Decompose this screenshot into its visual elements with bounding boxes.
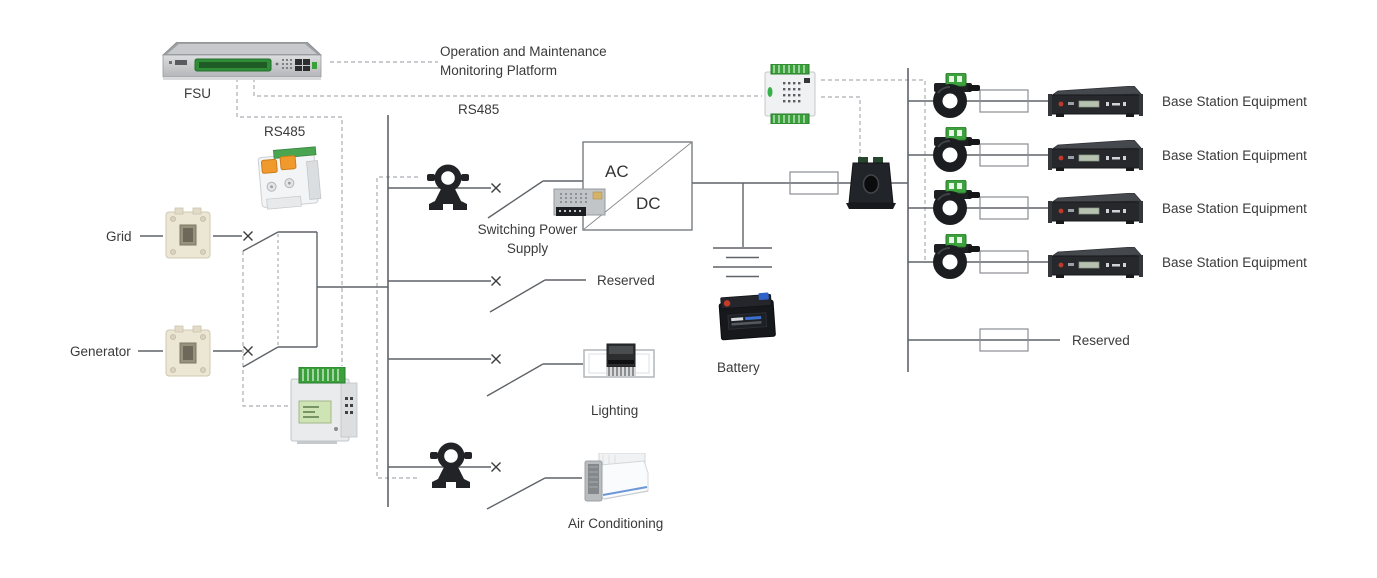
rs485-main-label: RS485 <box>458 102 500 117</box>
dc-meter-icon <box>764 64 816 124</box>
base-station-equipment-3-icon <box>1048 193 1143 225</box>
wire-fsu-rs485-main <box>253 78 762 97</box>
ats-frame <box>278 231 318 348</box>
rs485-dashed-wires <box>236 61 926 479</box>
base-station-equipment-1-label: Base Station Equipment <box>1162 94 1307 109</box>
fuse-dc-main <box>789 171 839 195</box>
grid-label: Grid <box>106 229 132 244</box>
base-station-equipment-3-label: Base Station Equipment <box>1162 201 1307 216</box>
wire-dcmeter-to-hall-sensor <box>821 96 861 158</box>
air-conditioner-icon <box>584 453 649 502</box>
fuse-reserved <box>979 328 1029 352</box>
switch-x-marks <box>243 183 501 472</box>
wire-cts-to-meter-left <box>242 251 288 407</box>
fuse-row-4 <box>979 250 1029 274</box>
fuse-symbols <box>789 89 1029 352</box>
reserved-branch-label: Reserved <box>597 273 655 288</box>
switching-power-supply-label: Switching Power Supply <box>477 222 578 256</box>
generator-switch-blade <box>242 346 279 368</box>
reserved-right-label: Reserved <box>1072 333 1130 348</box>
x-lighting <box>491 354 501 364</box>
x-reserved <box>491 276 501 286</box>
platform-label: Operation and Maintenance Monitoring Pla… <box>440 44 607 78</box>
grid-switch-blade <box>242 231 279 252</box>
lighting-fixture-icon <box>583 343 655 378</box>
sps-branch-ct-icon <box>427 164 469 210</box>
ac-label: AC <box>605 162 629 181</box>
switching-psu-icon <box>553 188 606 217</box>
branch-lighting-line <box>388 358 583 397</box>
dc-row-3-ct-icon <box>932 180 980 226</box>
branch-reserved-line <box>388 279 586 313</box>
x-generator <box>243 346 253 356</box>
wire-fsu-to-breaker-meter <box>236 78 343 366</box>
lighting-label: Lighting <box>591 403 639 418</box>
x-sps <box>491 183 501 193</box>
air-conditioning-label: Air Conditioning <box>568 516 664 531</box>
dc-row-4-ct-icon <box>932 234 980 280</box>
fsu-device-icon <box>162 42 322 81</box>
fsu-label: FSU <box>184 86 211 101</box>
base-station-equipment-2-icon <box>1048 140 1143 172</box>
x-grid <box>243 231 253 241</box>
base-station-equipment-4-label: Base Station Equipment <box>1162 255 1307 270</box>
wire-ct-mid-loop <box>376 176 418 479</box>
branch-aircon-line <box>388 466 582 510</box>
battery-symbol <box>713 247 772 278</box>
wire-dcmeter-to-row-cts <box>821 79 926 262</box>
dc-label: DC <box>636 194 661 213</box>
dc-row-2-ct-icon <box>932 127 980 173</box>
ac-energy-meter-icon <box>290 367 358 445</box>
battery-label: Battery <box>717 360 760 375</box>
dc-row-1-ct-icon <box>932 73 980 119</box>
battery-icon <box>718 291 776 341</box>
circuit-breaker-icon <box>257 146 322 211</box>
rs485-branch-label: RS485 <box>264 124 306 139</box>
generator-label: Generator <box>70 344 131 359</box>
base-station-equipment-1-icon <box>1048 86 1143 118</box>
aircon-branch-ct-icon <box>430 442 472 488</box>
grid-ct-icon <box>165 207 211 259</box>
base-station-equipment-2-label: Base Station Equipment <box>1162 148 1307 163</box>
generator-ct-icon <box>165 325 211 377</box>
x-aircon <box>491 462 501 472</box>
acdc-converter-box <box>582 141 693 231</box>
fuse-row-3 <box>979 196 1029 220</box>
fuse-row-1 <box>979 89 1029 113</box>
power-wires <box>138 68 1060 510</box>
base-station-equipment-4-icon <box>1048 247 1143 279</box>
hall-sensor-icon <box>846 157 896 210</box>
fuse-row-2 <box>979 143 1029 167</box>
